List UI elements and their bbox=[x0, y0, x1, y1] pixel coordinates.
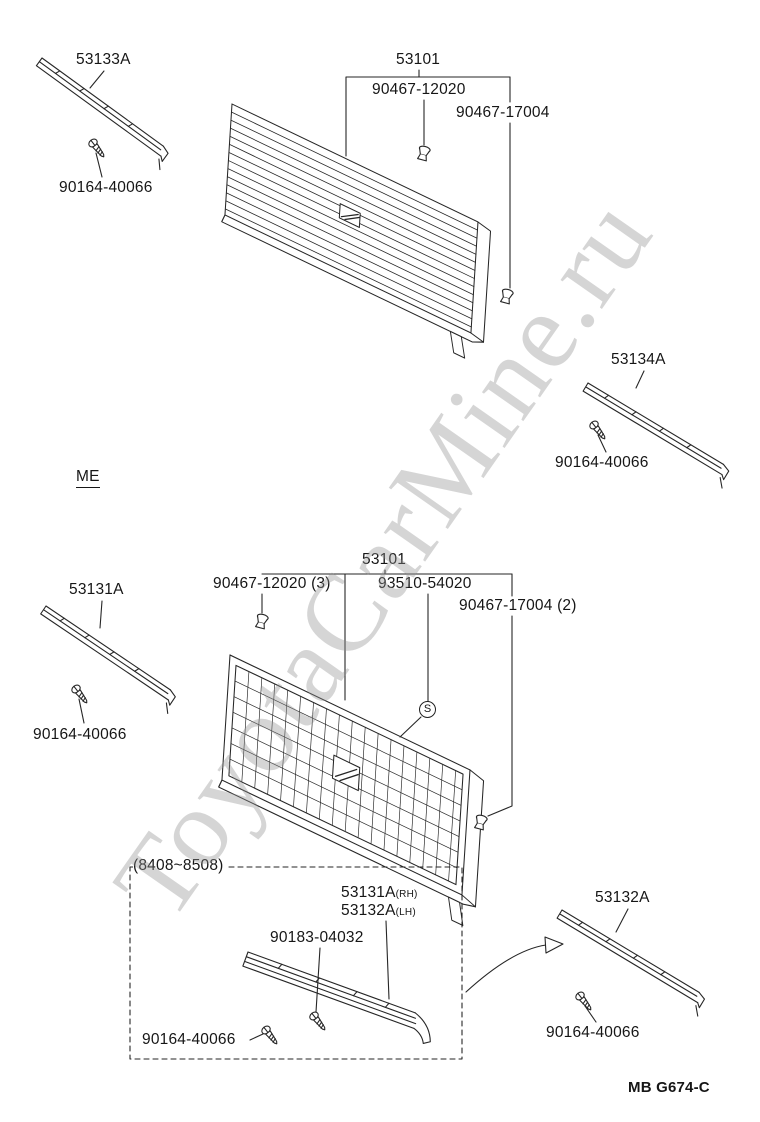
variant-part-lh-number: 53132A bbox=[341, 902, 396, 919]
filler-53133a-drawing bbox=[35, 57, 169, 171]
clip-label-90467-12020: 90467-12020 bbox=[372, 81, 466, 98]
clip-icon bbox=[416, 144, 432, 162]
replacement-arrow-icon bbox=[465, 936, 564, 993]
variant-molding-drawing bbox=[242, 951, 431, 1045]
screw-symbol-badge: S bbox=[419, 701, 436, 718]
variant-part-rh-label: 53131A(RH) bbox=[341, 884, 418, 904]
screw-label-bottom-right: 90164-40066 bbox=[546, 1024, 640, 1041]
part-label-53132a: 53132A bbox=[595, 889, 650, 906]
filler-53134a-drawing bbox=[582, 382, 730, 489]
section-label-me: ME bbox=[76, 468, 100, 488]
leader-lines-bottom bbox=[78, 569, 629, 1041]
clip-icon bbox=[254, 612, 270, 630]
clip-icon bbox=[499, 287, 515, 305]
screw-icon bbox=[69, 682, 91, 707]
upper-grille-drawing bbox=[221, 103, 492, 359]
page-code: MB G674-C bbox=[628, 1079, 710, 1096]
screw-label-top-left: 90164-40066 bbox=[59, 179, 153, 196]
filler-53132a-drawing bbox=[556, 909, 706, 1017]
variant-box-outline bbox=[129, 866, 463, 1060]
screw-label-variant-box: 90164-40066 bbox=[142, 1031, 236, 1048]
part-label-53101-top: 53101 bbox=[396, 51, 441, 68]
clip-label-90183-04032: 90183-04032 bbox=[270, 929, 364, 946]
variant-part-lh-side: (LH) bbox=[395, 907, 416, 918]
clip-icon bbox=[473, 813, 489, 831]
screw-icon bbox=[307, 1009, 329, 1034]
variant-part-rh-number: 53131A bbox=[341, 884, 396, 901]
part-label-53101-bottom: 53101 bbox=[362, 551, 407, 568]
screw-label-bottom-left: 90164-40066 bbox=[33, 726, 127, 743]
screw-icon bbox=[573, 989, 595, 1014]
screw-symbol-letter: S bbox=[423, 703, 432, 715]
screw-icon bbox=[259, 1023, 281, 1048]
screw-icon bbox=[587, 418, 609, 443]
screw-label-top-right: 90164-40066 bbox=[555, 454, 649, 471]
screw-label-93510-54020: 93510-54020 bbox=[378, 575, 472, 592]
variant-range-label: (8408~8508) bbox=[133, 857, 228, 875]
leader-lines-top bbox=[89, 69, 645, 453]
filler-53131a-drawing bbox=[40, 605, 176, 714]
variant-part-lh-label: 53132A(LH) bbox=[341, 902, 416, 922]
part-label-53131a: 53131A bbox=[69, 581, 124, 598]
part-label-53134a: 53134A bbox=[611, 351, 666, 368]
clip-label-90467-17004-2: 90467-17004 (2) bbox=[459, 597, 577, 614]
lower-grille-drawing bbox=[218, 654, 485, 927]
clip-label-90467-17004: 90467-17004 bbox=[456, 104, 550, 121]
part-label-53133a: 53133A bbox=[76, 51, 131, 68]
clip-label-90467-12020-3: 90467-12020 (3) bbox=[213, 575, 331, 592]
variant-part-rh-side: (RH) bbox=[395, 889, 418, 900]
